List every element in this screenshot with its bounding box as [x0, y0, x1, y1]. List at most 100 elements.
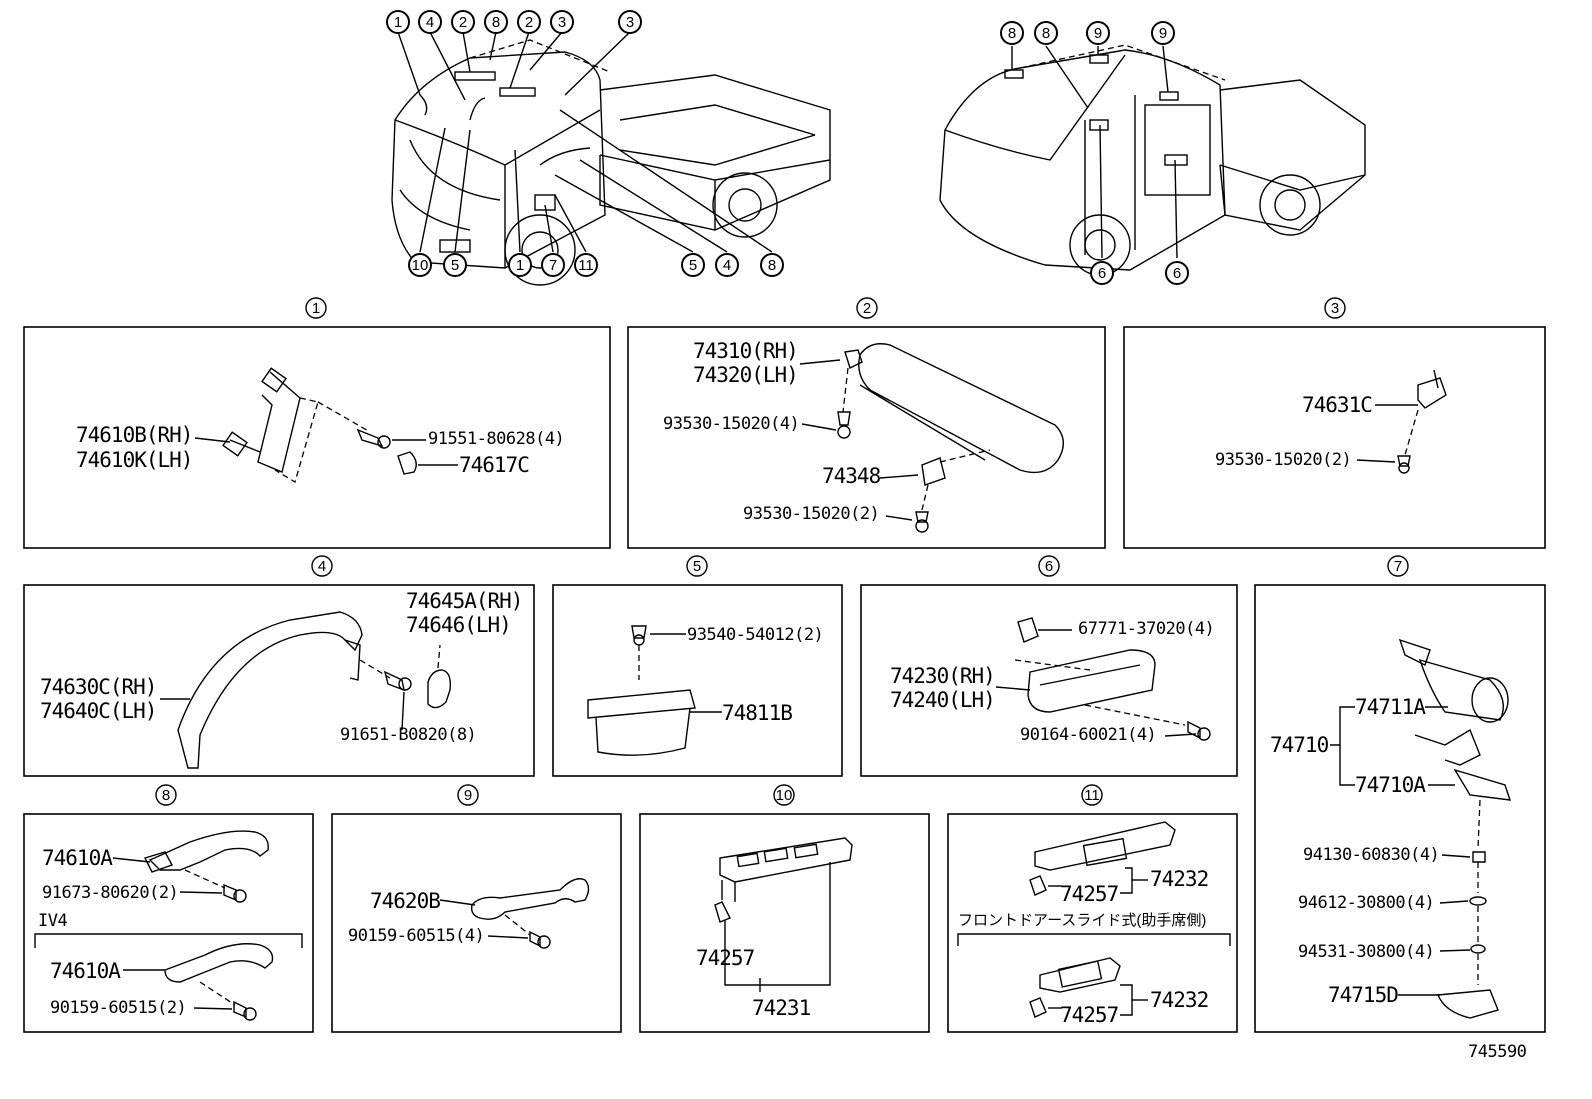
section-1: 1 74610B(RH) 74610K(LH) 91551-80628(4) 7… — [23, 297, 611, 549]
part-74710A: 74710A — [1355, 773, 1426, 797]
part-91673-80620: 91673-80620(2) — [42, 883, 178, 903]
t1c-callout-circle — [443, 253, 467, 277]
part-74348: 74348 — [822, 464, 881, 488]
section-4-number: 4 — [318, 558, 326, 575]
part-74231: 74231 — [752, 996, 811, 1020]
t1c-callout-circle — [451, 10, 475, 34]
part-74646-LH: 74646(LH) — [406, 613, 511, 637]
section-4: 4 74645A(RH) 74646(LH) 74630C(RH) 74640C… — [23, 555, 535, 777]
section-1-number: 1 — [312, 300, 320, 317]
section-8-number: 8 — [162, 787, 170, 804]
part-74232-s11b: 74232 — [1150, 988, 1208, 1012]
section-8: 8 74610A 91673-80620(2) IV4 74610A 90159… — [23, 784, 314, 1033]
t1c-callout-circle — [508, 253, 532, 277]
part-74645A-RH: 74645A(RH) — [406, 589, 522, 613]
part-74610A-s8b: 74610A — [50, 959, 121, 983]
t1c-callout-number: 4 — [723, 257, 731, 274]
t2c-callout-number: 8 — [1042, 25, 1050, 42]
part-74310-RH: 74310(RH) — [693, 339, 798, 363]
part-74715D: 74715D — [1328, 983, 1398, 1007]
part-67771-37020: 67771-37020(4) — [1078, 619, 1214, 639]
part-74811B: 74811B — [722, 701, 792, 725]
part-74630C-RH: 74630C(RH) — [40, 675, 156, 699]
t2c-callout-circle — [1000, 21, 1024, 45]
part-94612-30800: 94612-30800(4) — [1298, 893, 1434, 913]
part-74230-RH: 74230(RH) — [890, 664, 995, 688]
section-3: 3 74631C 93530-15020(2) — [1123, 297, 1546, 549]
section-9-number: 9 — [464, 787, 472, 804]
part-74711A: 74711A — [1355, 695, 1426, 719]
part-74320-LH: 74320(LH) — [693, 363, 798, 387]
t1c-callout-circle — [541, 253, 565, 277]
t1c-callout-number: 8 — [768, 257, 776, 274]
part-74257-s11a: 74257 — [1060, 882, 1119, 906]
t1c-callout-number: 5 — [451, 257, 459, 274]
t2c-callout-number: 6 — [1098, 265, 1106, 282]
part-74617C: 74617C — [459, 453, 529, 477]
section-11: 11 74257 74232 フロントドアースライド式(助手席側) 74257 … — [947, 784, 1238, 1033]
t1c-callout-number: 1 — [516, 257, 524, 274]
t1c-callout-number: 4 — [426, 14, 434, 31]
t2c-callout-circle — [1165, 261, 1189, 285]
part-90159-60515-2: 90159-60515(2) — [50, 998, 186, 1018]
t1c-callout-circle — [715, 253, 739, 277]
part-74640C-LH: 74640C(LH) — [40, 699, 156, 723]
t1c-callout-circle — [418, 10, 442, 34]
t1c-callout-number: 2 — [525, 14, 533, 31]
part-94130-60830: 94130-60830(4) — [1303, 845, 1439, 865]
section-5: 5 93540-54012(2) 74811B — [552, 555, 843, 777]
t1c-callout-number: 10 — [412, 257, 429, 274]
section-2: 2 74310(RH) 74320(LH) 93530-15020(4) 743… — [627, 297, 1106, 549]
section-5-number: 5 — [693, 558, 701, 575]
part-94531-30800: 94531-30800(4) — [1298, 942, 1434, 962]
t1c-callout-number: 11 — [578, 257, 594, 274]
t1c-callout-circle — [484, 10, 508, 34]
slide-door-note: フロントドアースライド式(助手席側) — [958, 912, 1206, 929]
t1c-callout-circle — [550, 10, 574, 34]
part-74610A-s8a: 74610A — [42, 846, 113, 870]
section-11-number: 11 — [1084, 787, 1100, 804]
section-2-number: 2 — [863, 300, 871, 317]
part-74610K-LH: 74610K(LH) — [76, 448, 192, 472]
part-74631C: 74631C — [1302, 393, 1372, 417]
t1c-callout-circle — [618, 10, 642, 34]
t2c-callout-number: 9 — [1094, 25, 1102, 42]
part-74620B: 74620B — [370, 889, 440, 913]
t1c-callout-number: 8 — [492, 14, 500, 31]
t1c-callout-circle — [760, 253, 784, 277]
section-7: 7 74711A 74710 74710A 94130-60830(4) 946… — [1254, 555, 1546, 1033]
t2c-callout-circle — [1151, 21, 1175, 45]
diagram-id: 745590 — [1468, 1042, 1527, 1062]
part-90159-60515-4: 90159-60515(4) — [348, 926, 484, 946]
section-10: 10 74257 74231 — [639, 784, 930, 1033]
part-74257-s10: 74257 — [696, 946, 755, 970]
t1c-callout-number: 5 — [689, 257, 697, 274]
section-10-number: 10 — [776, 787, 793, 804]
part-91651-B0820: 91651-B0820(8) — [340, 725, 476, 745]
t1c-callout-number: 1 — [394, 14, 402, 31]
t1c-callout-number: 2 — [459, 14, 467, 31]
part-93530-15020-4: 93530-15020(4) — [663, 414, 799, 434]
t1c-callout-circle — [681, 253, 705, 277]
truck-single-cab-illustration — [391, 31, 831, 286]
t2c-callout-number: 9 — [1159, 25, 1167, 42]
iv4-label: IV4 — [38, 911, 67, 931]
part-93530-15020-2-s3: 93530-15020(2) — [1215, 450, 1351, 470]
part-93540-54012: 93540-54012(2) — [687, 625, 823, 645]
t2c-callout-circle — [1090, 261, 1114, 285]
section-7-number: 7 — [1394, 558, 1402, 575]
t1c-callout-number: 3 — [626, 14, 634, 31]
t1c-callout-circle — [574, 253, 598, 277]
part-93530-15020-2: 93530-15020(2) — [743, 504, 879, 524]
part-74257-s11b: 74257 — [1060, 1003, 1119, 1027]
part-91551-80628: 91551-80628(4) — [428, 429, 564, 449]
t2c-callout-circle — [1086, 21, 1110, 45]
part-90164-60021: 90164-60021(4) — [1020, 725, 1156, 745]
section-6-number: 6 — [1045, 558, 1053, 575]
part-74610B-RH: 74610B(RH) — [76, 423, 192, 447]
truck-double-cab-illustration — [939, 44, 1366, 276]
section-9: 9 74620B 90159-60515(4) — [331, 784, 622, 1033]
